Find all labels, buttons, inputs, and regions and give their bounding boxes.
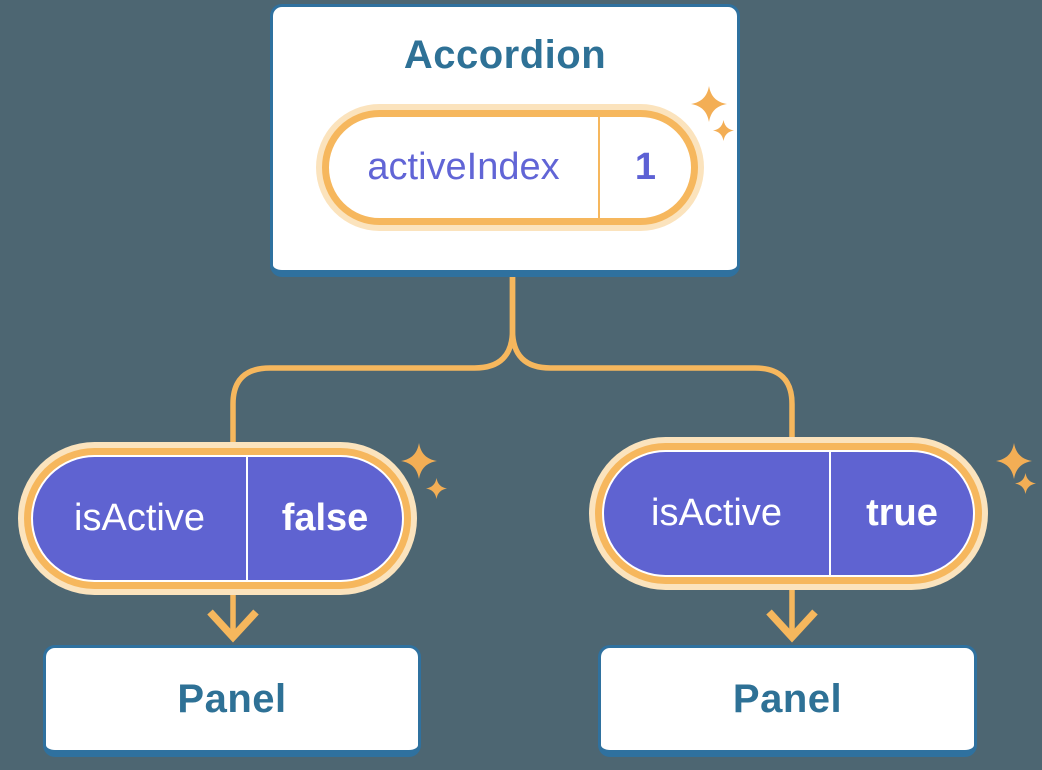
branch-left-line bbox=[230, 277, 516, 458]
arrow-right-head-icon bbox=[766, 609, 818, 643]
sparkle-icon-large bbox=[996, 443, 1032, 479]
state-pill-isactive-left: isActive false bbox=[31, 455, 404, 582]
branch-right-line bbox=[509, 277, 795, 454]
sparkle-icon-large bbox=[401, 443, 437, 479]
sparkle-icon-small bbox=[1015, 473, 1036, 494]
pill-value: true bbox=[829, 452, 973, 575]
panel-box-right: Panel bbox=[598, 645, 977, 757]
pill-label: activeIndex bbox=[367, 146, 560, 188]
pill-value: false bbox=[246, 457, 402, 580]
panel-box-left: Panel bbox=[43, 645, 421, 757]
pill-value: 1 bbox=[598, 117, 691, 218]
state-pill-activeindex: activeIndex 1 bbox=[322, 110, 698, 225]
pill-label: isActive bbox=[651, 492, 782, 534]
accordion-title: Accordion bbox=[403, 33, 607, 77]
sparkle-icon-large bbox=[691, 86, 727, 122]
sparkle-icon-small bbox=[713, 120, 734, 141]
panel-label: Panel bbox=[732, 676, 843, 721]
state-pill-isactive-right: isActive true bbox=[602, 450, 975, 577]
arrow-left-head-icon bbox=[207, 609, 259, 643]
pill-label: isActive bbox=[74, 497, 205, 539]
sparkle-icon-small bbox=[426, 478, 447, 499]
panel-label: Panel bbox=[177, 676, 287, 721]
